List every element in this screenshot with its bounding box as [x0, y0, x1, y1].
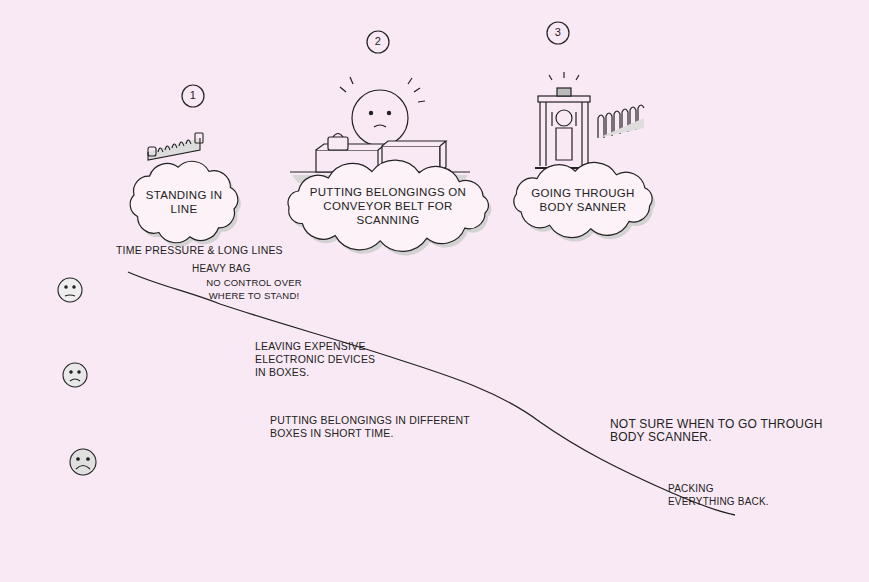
very-sad-face	[70, 449, 96, 475]
waiting-queue	[598, 105, 644, 138]
step-title: STANDING IN LINE	[142, 188, 226, 216]
callout-number: 1	[181, 89, 205, 102]
pain-point-note: LEAVING EXPENSIVE ELECTRONIC DEVICES IN …	[255, 340, 383, 379]
worried-head	[352, 90, 408, 146]
mouth	[76, 466, 90, 470]
alarm-lines	[549, 72, 579, 80]
cloud-step: PUTTING BELONGINGS ON CONVEYOR BELT FOR …	[282, 164, 494, 248]
step-title: PUTTING BELONGINGS ON CONVEYOR BELT FOR …	[300, 185, 476, 227]
emotion-scale	[58, 278, 96, 475]
mouth	[70, 379, 80, 381]
queue-sketch	[148, 133, 203, 160]
cloud-shape	[130, 161, 238, 242]
pain-point-note: NOT SURE WHEN TO GO THROUGH BODY SCANNER…	[610, 418, 825, 444]
neutral-face	[58, 278, 82, 302]
bag	[328, 137, 348, 150]
cloud-shape	[514, 162, 652, 237]
sad-face	[63, 363, 87, 387]
cloud-step: GOING THROUGH BODY SANNER	[508, 164, 658, 236]
pain-point-note: PUTTING BELONGINGS IN DIFFERENT BOXES IN…	[270, 414, 490, 440]
callout-number: 3	[546, 26, 570, 39]
scanner-posts	[540, 100, 588, 166]
pain-point-note: NO CONTROL OVER WHERE TO STAND!	[188, 276, 320, 302]
callout-circle	[182, 85, 204, 107]
callout-number: 2	[366, 35, 390, 48]
eye	[387, 111, 390, 114]
cloud-outline	[126, 160, 242, 244]
scanner-beam	[538, 96, 590, 102]
step-title: GOING THROUGH BODY SANNER	[527, 186, 639, 214]
cloud-step: STANDING IN LINE	[126, 160, 242, 244]
queue-heads	[158, 140, 191, 152]
scanned-person-body	[552, 112, 576, 160]
eye	[87, 458, 90, 461]
eye	[77, 458, 80, 461]
eye	[73, 286, 75, 288]
tray-top	[316, 144, 386, 150]
eye	[78, 371, 80, 373]
eye	[65, 286, 67, 288]
queue-shadow	[598, 118, 644, 138]
pain-point-note: TIME PRESSURE & LONG LINES	[116, 244, 326, 257]
mouth	[65, 295, 75, 296]
queue-person	[148, 147, 156, 156]
scanned-person-head	[556, 110, 572, 126]
cloud-shape	[288, 160, 488, 251]
eye	[369, 111, 372, 114]
callout-circle	[367, 31, 389, 53]
frown	[374, 125, 386, 127]
sweat-lines	[340, 77, 425, 102]
body-scanner-sketch	[535, 72, 644, 168]
queue-shadow	[148, 138, 200, 160]
pain-point-note: HEAVY BAG	[192, 262, 292, 275]
scanner-light	[557, 88, 571, 96]
bag-handle	[333, 134, 343, 138]
cloud-outline	[508, 164, 658, 236]
eye	[70, 371, 72, 373]
pain-point-note: PACKING EVERYTHING BACK.	[668, 482, 780, 508]
queue-person	[195, 133, 203, 143]
emotion-curve	[128, 272, 735, 515]
callout-circle	[547, 22, 569, 44]
